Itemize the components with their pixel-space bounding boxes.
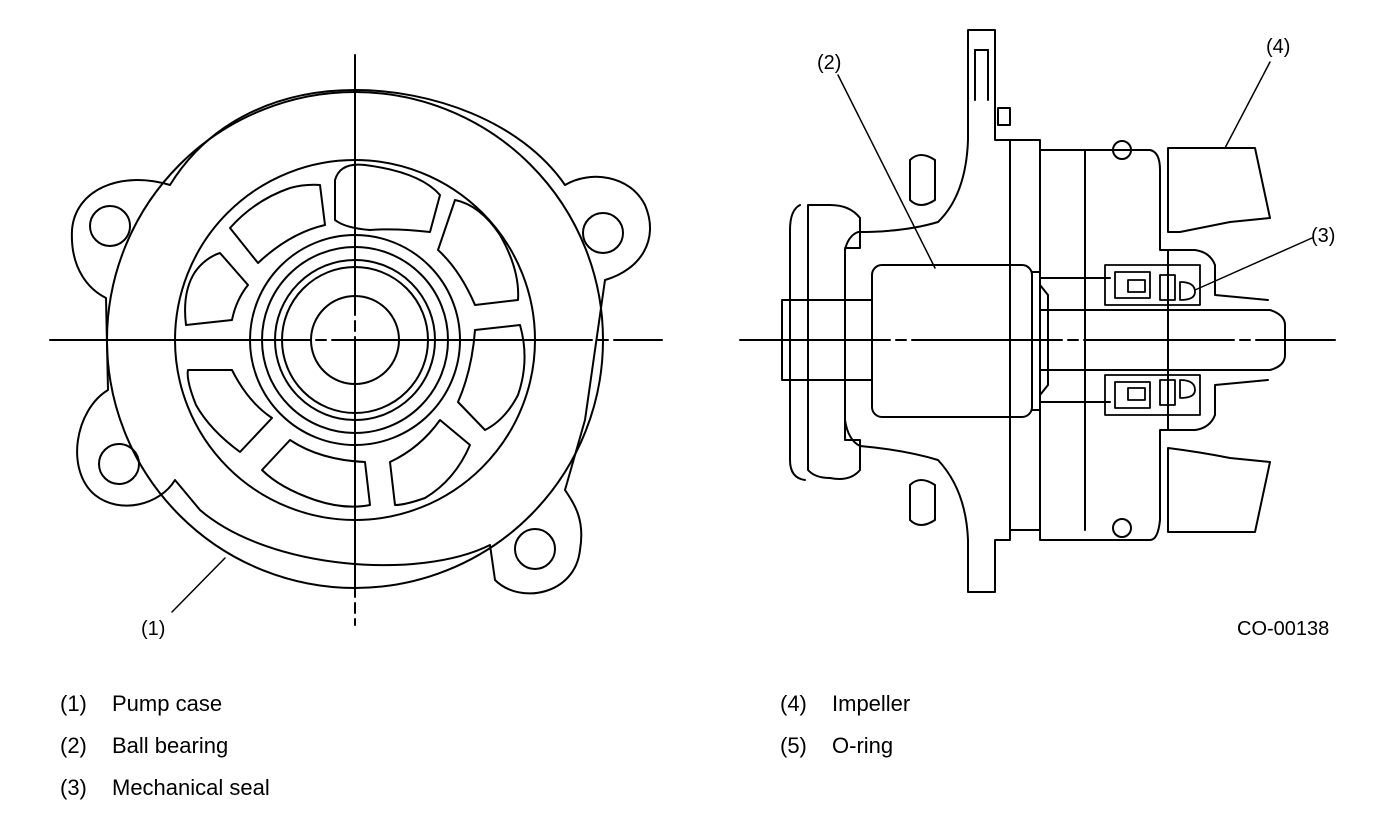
leader-3 <box>1194 237 1313 291</box>
legend-item-impeller: (4) Impeller <box>780 692 1180 718</box>
legend-number: (4) <box>780 691 807 716</box>
front-centerlines <box>49 54 663 626</box>
callout-1: (1) <box>141 618 166 640</box>
mount-hole-bottom-left <box>98 443 140 485</box>
legend-number: (3) <box>60 775 87 800</box>
leader-4 <box>1224 61 1271 149</box>
legend-item-ball-bearing: (2) Ball bearing <box>60 734 460 760</box>
callout-3: (3) <box>1311 225 1336 247</box>
callout-4: (4) <box>1266 36 1291 58</box>
legend-label: Ball bearing <box>112 733 229 758</box>
legend-number: (2) <box>60 733 87 758</box>
section-view <box>739 29 1336 593</box>
mount-hole-top-left <box>89 205 131 247</box>
impeller-blade-bottom <box>1167 447 1271 533</box>
legend-item-o-ring: (5) O-ring <box>780 734 1180 760</box>
mount-hole-bottom-right <box>514 528 556 570</box>
rear-housing <box>807 204 861 480</box>
figure-id: CO-00138 <box>1237 618 1330 640</box>
legend-item-mechanical-seal: (3) Mechanical seal <box>60 776 460 802</box>
pump-case-flange-outline <box>70 89 651 595</box>
o-ring-top <box>1112 140 1132 160</box>
legend-number: (1) <box>60 691 87 716</box>
legend-number: (5) <box>780 733 807 758</box>
impeller-blade-top <box>1167 147 1271 233</box>
o-ring-bottom <box>1112 518 1132 538</box>
mechanical-seal <box>1104 264 1201 416</box>
legend-label: Mechanical seal <box>112 775 270 800</box>
legend-label: Pump case <box>112 691 223 716</box>
impeller-hub <box>1167 249 1269 431</box>
front-view <box>49 54 663 626</box>
leader-2 <box>837 74 936 269</box>
mount-hole-top-right <box>582 212 624 254</box>
leader-1 <box>171 557 226 613</box>
legend-item-pump-case: (1) Pump case <box>60 692 460 718</box>
callout-2: (2) <box>817 52 842 74</box>
mounting-flange <box>844 29 1011 593</box>
legend-label: Impeller <box>832 691 911 716</box>
legend-label: O-ring <box>832 733 894 758</box>
